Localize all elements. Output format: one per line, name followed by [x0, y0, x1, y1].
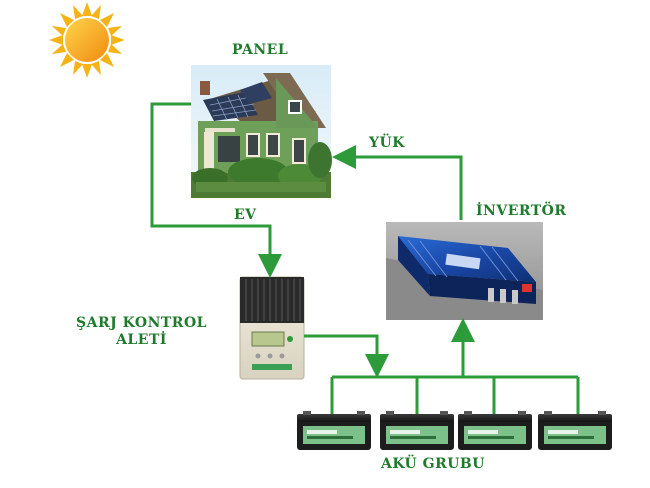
controller-to-battery-line [304, 334, 389, 378]
charge-controller-icon [239, 276, 305, 380]
battery-icon [458, 411, 532, 450]
inverter-to-load-line [332, 145, 463, 220]
connector-lines [150, 102, 580, 414]
battery-bank-label: AKÜ GRUBU [381, 456, 485, 472]
battery-icon [297, 411, 371, 450]
charge-controller-label-line1: ŞARJ KONTROL [76, 315, 207, 331]
load-label: YÜK [369, 135, 405, 151]
inverter-icon [386, 222, 543, 320]
inverter-label: İNVERTÖR [476, 203, 567, 219]
charge-controller-label: ŞARJ KONTROL ALETİ [76, 315, 207, 349]
panel-label: PANEL [232, 42, 289, 58]
house-with-solar-panel-icon [191, 65, 332, 198]
panel-to-controller-line [150, 102, 282, 278]
charge-controller-label-line2: ALETİ [116, 332, 167, 348]
battery-icon [380, 411, 454, 450]
battery-bank [297, 411, 612, 450]
battery-icon [538, 411, 612, 450]
house-label: EV [234, 207, 257, 223]
sun-icon [49, 2, 125, 78]
